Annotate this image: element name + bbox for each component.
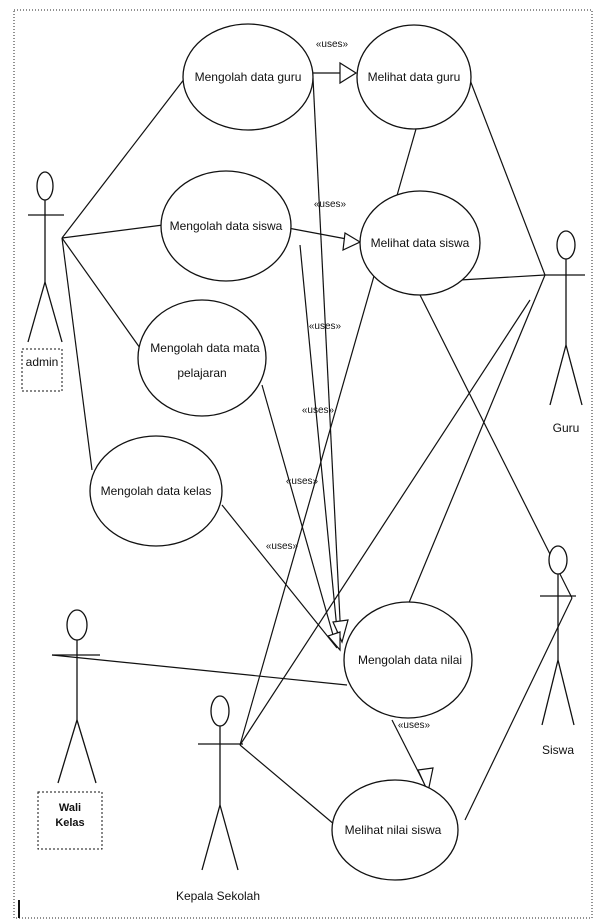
actor-kepala-sekolah	[198, 695, 243, 871]
use-case-melihat-guru: Melihat data guru	[356, 24, 472, 130]
use-case-mengolah-siswa: Mengolah data siswa	[160, 170, 292, 282]
actor-wali-kelas	[52, 609, 100, 784]
uses-label: «uses»	[286, 476, 319, 487]
actor-label-kepala: Kepala Sekolah	[176, 889, 260, 903]
use-case-mengolah-kelas: Mengolah data kelas	[89, 435, 223, 547]
diagram-frame	[13, 9, 593, 919]
use-case-label: Mengolah data mata	[150, 341, 260, 355]
connector-lines	[51, 72, 573, 826]
uses-label: «uses»	[314, 199, 347, 210]
use-case-label: Mengolah data kelas	[101, 484, 212, 498]
uses-label: «uses»	[302, 405, 335, 416]
actor-guru	[545, 230, 585, 406]
actor-admin	[27, 171, 64, 343]
use-case-label: Mengolah data siswa	[170, 219, 283, 233]
uses-label: «uses»	[398, 720, 431, 731]
admin-label-box	[21, 348, 63, 392]
use-case-mengolah-nilai: Mengolah data nilai	[343, 601, 473, 719]
actor-label-siswa: Siswa	[542, 743, 574, 757]
wali-kelas-label-box	[37, 791, 103, 850]
use-case-mengolah-guru: Mengolah data guru	[182, 23, 314, 131]
use-case-mengolah-mapel: Mengolah data mata pelajaran	[137, 299, 267, 417]
use-case-label: Mengolah data guru	[195, 70, 302, 84]
actor-label-wali-line2: Kelas	[55, 817, 84, 829]
actor-label-guru: Guru	[553, 421, 580, 435]
use-case-label: Mengolah data nilai	[358, 653, 462, 667]
uses-label: «uses»	[316, 39, 349, 50]
use-case-label: Melihat data siswa	[371, 236, 470, 250]
actor-siswa	[540, 545, 576, 726]
arrowheads	[326, 61, 434, 794]
relation-labels: «uses» «uses» «uses» «uses» «uses» «uses…	[266, 39, 431, 731]
use-case-melihat-nilai: Melihat nilai siswa	[331, 779, 459, 881]
use-case-label: pelajaran	[177, 366, 226, 380]
actor-label-wali-line1: Wali	[59, 802, 81, 814]
uses-label: «uses»	[266, 541, 299, 552]
use-case-label: Melihat data guru	[368, 70, 461, 84]
actor-label-admin: admin	[26, 355, 59, 369]
use-case-melihat-siswa: Melihat data siswa	[359, 190, 481, 296]
uses-label: «uses»	[309, 321, 342, 332]
use-case-label: Melihat nilai siswa	[345, 823, 442, 837]
